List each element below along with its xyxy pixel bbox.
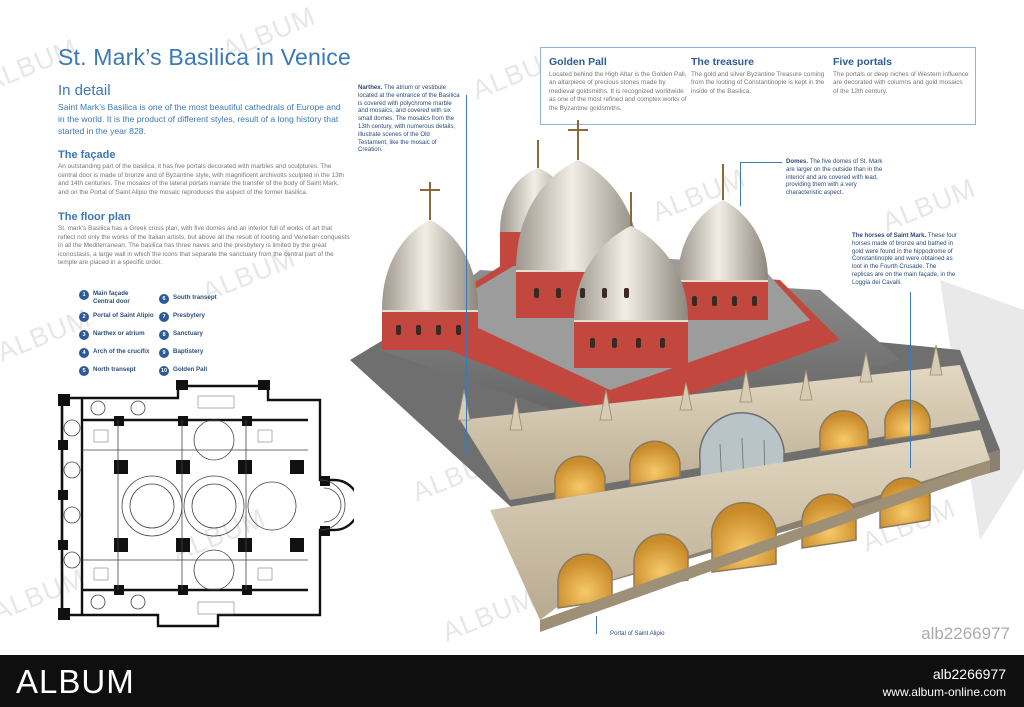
- facade-text: An outstanding part of the basilica, it …: [58, 163, 344, 196]
- legend-label: Portal of Saint Alipio: [93, 312, 154, 319]
- golden-pall-heading: Golden Pall: [549, 56, 607, 68]
- footer-image-id: alb2266977: [932, 666, 1006, 682]
- legend-item: 10 Golden Pall: [159, 366, 239, 376]
- portals-text: The portals or deep niches of Western in…: [833, 71, 969, 95]
- floorplan-heading: The floor plan: [58, 211, 131, 223]
- narthex-label: Narthex.: [358, 84, 383, 91]
- legend-label: Sanctuary: [173, 330, 203, 337]
- legend-number: 10: [159, 366, 169, 376]
- legend-label: Narthex or atrium: [93, 330, 145, 337]
- legend-number: 8: [159, 330, 169, 340]
- legend-number: 7: [159, 312, 169, 322]
- floor-plan-drawing: [58, 380, 354, 628]
- floorplan-text: St. mark’s Basilica has a Greek cross pl…: [58, 225, 350, 267]
- info-panel: Golden Pall Located behind the High Alta…: [540, 47, 976, 125]
- legend-item: 7 Presbytery: [159, 312, 239, 322]
- domes-leader-line: [740, 162, 782, 163]
- legend-label: Baptistery: [173, 348, 204, 355]
- legend-item: 8 Sanctuary: [159, 330, 239, 340]
- golden-pall-text: Located behind the High Altar is the Gol…: [549, 71, 687, 112]
- legend-number: 4: [79, 348, 89, 358]
- legend-item: 5 North transept: [79, 366, 159, 376]
- domes-callout: Domes. The five domes of St. Mark are la…: [786, 158, 890, 197]
- dome-left: [382, 182, 478, 350]
- horses-leader-line: [910, 292, 911, 468]
- legend-label: South transept: [173, 294, 217, 301]
- legend-label: Main façade Central door: [93, 290, 130, 305]
- golden-pall-block: Golden Pall Located behind the High Alta…: [549, 56, 687, 113]
- legend-number: 6: [159, 294, 169, 304]
- legend-number: 9: [159, 348, 169, 358]
- legend-item: 9 Baptistery: [159, 348, 239, 358]
- horses-text: These four horses made of bronze and bat…: [852, 232, 957, 286]
- domes-label: Domes.: [786, 158, 809, 165]
- album-logo: ALBUM: [16, 663, 135, 700]
- legend-label: Presbytery: [173, 312, 205, 319]
- legend-item: 2 Portal of Saint Alipio: [79, 312, 159, 322]
- legend-number: 2: [79, 312, 89, 322]
- narthex-leader-line: [466, 95, 467, 455]
- page-title: St. Mark’s Basilica in Venice: [58, 44, 351, 70]
- footer-bar: ALBUM alb2266977 www.album-online.com: [0, 655, 1024, 707]
- treasure-heading: The treasure: [691, 56, 755, 68]
- infographic-canvas: ALBUM ALBUM ALBUM ALBUM ALBUM ALBUM ALBU…: [0, 0, 1024, 648]
- narthex-callout: Narthex. The atrium or vestibule located…: [358, 84, 460, 154]
- legend-item: 3 Narthex or atrium: [79, 330, 159, 340]
- portals-heading: Five portals: [833, 56, 892, 68]
- footer-url-link[interactable]: www.album-online.com: [882, 685, 1006, 699]
- stock-id: alb2266977: [921, 624, 1010, 643]
- facade-heading: The façade: [58, 149, 116, 161]
- legend-item: 4 Arch of the crucifix: [79, 348, 159, 358]
- domes-leader-line-v: [740, 162, 741, 206]
- treasure-block: The treasure The gold and silver Byzanti…: [691, 56, 827, 96]
- legend-label: North transept: [93, 366, 136, 373]
- intro-text: Saint Mark’s Basilica is one of the most…: [58, 102, 341, 137]
- legend-number: 1: [79, 290, 89, 300]
- basilica-illustration: [350, 120, 1024, 632]
- portals-block: Five portals The portals or deep niches …: [833, 56, 969, 96]
- portal-leader-line: [596, 616, 597, 634]
- legend-label: Golden Pall: [173, 366, 208, 373]
- dome-right: [678, 164, 768, 320]
- narthex-text: The atrium or vestibule located at the e…: [358, 84, 460, 154]
- horses-label: The horses of Saint Mark.: [852, 232, 927, 239]
- treasure-text: The gold and silver Byzantine Treasure c…: [691, 71, 825, 95]
- legend-label: Arch of the crucifix: [93, 348, 150, 355]
- portal-alipio-callout: Portal of Saint Alipio: [610, 630, 665, 637]
- legend-item: 1 Main façade Central door: [79, 290, 159, 306]
- domes-text: The five domes of St. Mark are larger on…: [786, 158, 883, 197]
- legend-number: 5: [79, 366, 89, 376]
- horses-callout: The horses of Saint Mark. These four hor…: [852, 232, 958, 287]
- legend-number: 3: [79, 330, 89, 340]
- legend-item: 6 South transept: [159, 294, 239, 304]
- section-subhead: In detail: [58, 82, 111, 99]
